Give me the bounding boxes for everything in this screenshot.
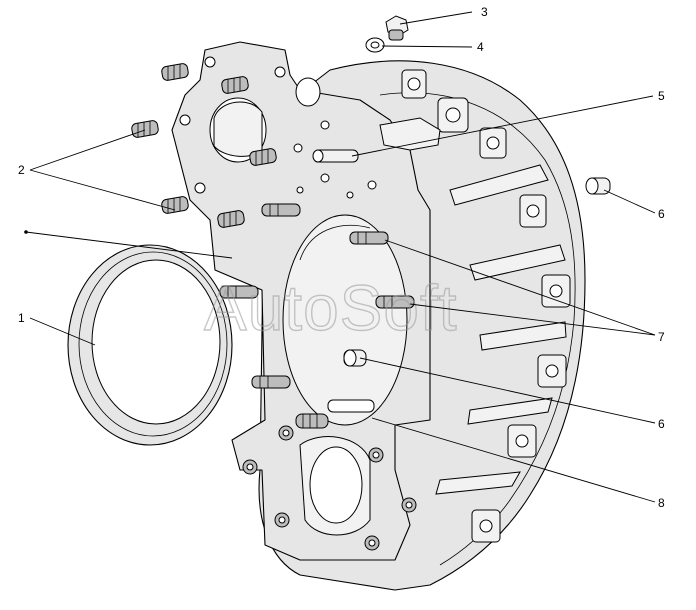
dowel-pin-8: [295, 399, 375, 429]
bolt-5: [312, 149, 359, 163]
callout-4: 4: [477, 40, 484, 54]
callout-1: 1: [18, 311, 25, 325]
housing-rib-3: [479, 321, 567, 351]
callout-5: 5: [658, 89, 665, 103]
stud: [161, 63, 189, 81]
seal-ring: [67, 244, 233, 446]
housing-rib-1: [449, 164, 549, 206]
housing-rim: [379, 92, 576, 566]
dowel-pin-6-center: [343, 349, 367, 367]
callout-3: 3: [481, 5, 488, 19]
stud: [161, 196, 189, 214]
callout-8: 8: [658, 496, 665, 510]
stud: [349, 231, 389, 245]
studs-group-2: [131, 63, 277, 228]
stud: [375, 295, 415, 309]
callout-labels: 3 4 5 2 6 1 7 6 8: [18, 5, 665, 510]
studs-group-7: [219, 203, 415, 389]
watermark-text: AutoSoft: [204, 272, 458, 344]
callout-7: 7: [658, 330, 665, 344]
front-plate: [171, 41, 441, 561]
stud: [217, 210, 245, 228]
sealing-washer-4: [365, 37, 385, 53]
bracket: [379, 117, 441, 151]
plug-screw-3: [385, 15, 409, 41]
housing-rib-5: [435, 471, 521, 495]
stud: [261, 203, 301, 217]
stud: [131, 120, 159, 138]
housing-bosses: [401, 69, 571, 543]
housing-rib-2: [469, 244, 566, 281]
dowel-pin-6-right: [585, 177, 611, 195]
central-bore: [282, 214, 408, 426]
callout-6-lower: 6: [658, 417, 665, 431]
stud: [249, 148, 277, 166]
stud: [221, 76, 249, 94]
stud: [251, 375, 291, 389]
callout-2: 2: [18, 163, 25, 177]
stud: [219, 285, 259, 299]
housing-rib-4: [467, 397, 553, 425]
lower-bosses: [242, 425, 417, 551]
plate-holes: [179, 56, 377, 199]
callout-6-upper: 6: [658, 207, 665, 221]
leader-lines: [24, 11, 656, 503]
